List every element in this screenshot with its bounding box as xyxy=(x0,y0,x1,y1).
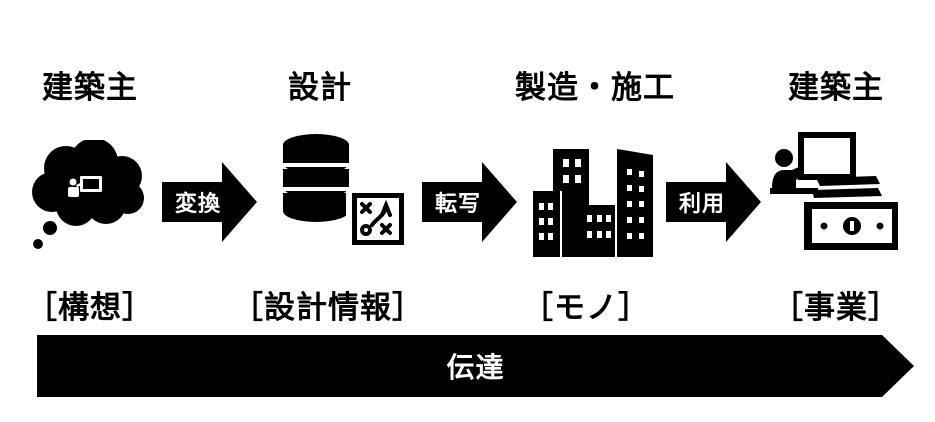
stage-title-client-2: 建築主 xyxy=(788,70,884,106)
step-arrow-transcribe: 転写 xyxy=(422,162,517,242)
stage-title-client-1: 建築主 xyxy=(42,70,138,106)
step-label-use: 利用 xyxy=(678,192,725,217)
stage-title-design: 設計 xyxy=(288,70,352,106)
flow-arrow-band: 伝達 xyxy=(37,335,914,397)
stage-title-construction: 製造・施工 xyxy=(515,70,675,106)
thought-cloud-icon xyxy=(28,138,148,259)
stage-label-goods: ［モノ］ xyxy=(522,290,650,326)
step-label-transform: 変換 xyxy=(174,192,221,217)
step-arrow-transform: 変換 xyxy=(162,162,257,242)
step-label-transcribe: 転写 xyxy=(434,192,481,217)
stage-label-business: ［事業］ xyxy=(772,290,900,326)
presenter-money-icon xyxy=(770,130,900,254)
stage-label-concept: ［構想］ xyxy=(26,290,154,326)
database-strategy-icon xyxy=(282,133,407,252)
buildings-icon xyxy=(533,143,658,262)
flow-label: 伝達 xyxy=(446,351,505,384)
step-arrow-use: 利用 xyxy=(666,162,761,242)
stage-label-design-info: ［設計情報］ xyxy=(232,290,424,326)
